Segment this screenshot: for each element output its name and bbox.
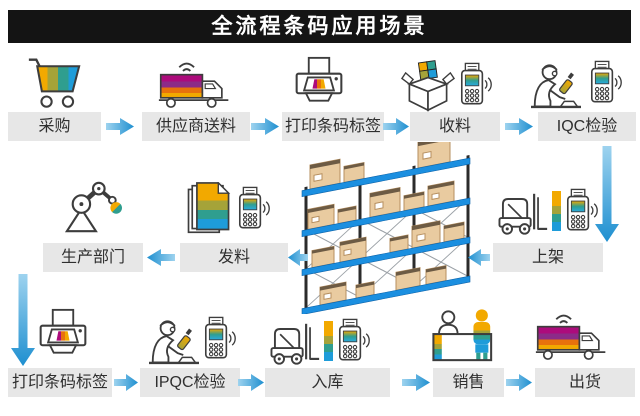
flow-label-supplier-delivery: 供应商送料 xyxy=(142,112,250,141)
delivery-truck-icon xyxy=(157,58,233,108)
open-box-icon xyxy=(400,58,456,112)
handheld-scanner-icon xyxy=(204,316,238,360)
arrow-right-icon xyxy=(506,374,532,391)
shopping-cart-icon xyxy=(24,56,84,110)
forklift-icon xyxy=(496,188,548,236)
flow-label-production-dept: 生产部门 xyxy=(43,243,143,272)
forklift-icon xyxy=(268,318,320,366)
arrow-right-icon xyxy=(402,374,430,391)
flow-label-print-barcode-1: 打印条码标签 xyxy=(282,112,384,141)
page-title: 全流程条码应用场景 xyxy=(8,10,631,43)
sales-counter-icon xyxy=(428,308,504,362)
arrow-right-icon xyxy=(114,374,138,391)
arrow-right-icon xyxy=(383,118,409,135)
handheld-scanner-icon xyxy=(566,188,600,232)
flow-label-print-barcode-2: 打印条码标签 xyxy=(8,368,112,397)
arrow-down-icon xyxy=(11,274,35,366)
flow-label-put-away: 上架 xyxy=(493,243,603,272)
documents-icon xyxy=(186,182,232,236)
robot-arm-icon xyxy=(62,177,124,235)
barcode-colorbar-icon xyxy=(552,191,561,231)
arrow-left-icon xyxy=(288,249,308,266)
flow-label-ipqc: IPQC检验 xyxy=(140,368,240,397)
arrow-left-icon xyxy=(468,249,490,266)
flow-label-iqc: IQC检验 xyxy=(538,112,636,141)
flow-label-issue-material: 发料 xyxy=(180,243,288,272)
arrow-right-icon xyxy=(238,374,264,391)
inspector-microscope-icon xyxy=(146,318,202,368)
arrow-right-icon xyxy=(505,118,533,135)
barcode-printer-icon xyxy=(292,56,346,110)
barcode-colorbar-icon xyxy=(324,321,333,361)
flow-label-purchase: 采购 xyxy=(8,112,101,141)
handheld-scanner-icon xyxy=(460,62,494,106)
flow-label-sales: 销售 xyxy=(433,368,504,397)
flow-label-warehouse-in: 入库 xyxy=(265,368,390,397)
barcode-printer-icon xyxy=(36,308,90,362)
warehouse-racks-illustration xyxy=(300,142,472,314)
inspector-microscope-icon xyxy=(528,62,584,112)
arrow-left-icon xyxy=(147,249,175,266)
handheld-scanner-icon xyxy=(238,186,272,230)
arrow-right-icon xyxy=(251,118,279,135)
flow-label-receive: 收料 xyxy=(410,112,500,141)
arrow-right-icon xyxy=(106,118,134,135)
handheld-scanner-icon xyxy=(338,318,372,362)
flow-label-ship: 出货 xyxy=(535,368,635,397)
arrow-down-icon xyxy=(595,146,619,242)
handheld-scanner-icon xyxy=(590,60,624,104)
shipping-truck-icon xyxy=(534,310,610,360)
